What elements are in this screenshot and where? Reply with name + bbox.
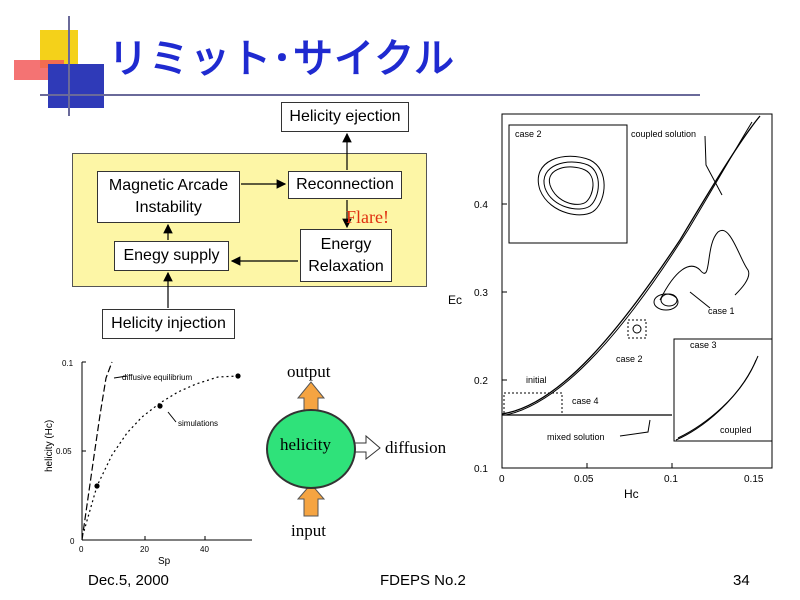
x-tick-0: 0 [499,474,505,485]
x-tick-0: 0 [79,545,84,554]
title-underline [40,94,700,96]
reconnection-box: Reconnection [288,171,402,199]
y-tick-0.1: 0.1 [62,359,74,368]
input-label: input [291,521,326,540]
inset-case2 [508,124,628,244]
footer-date: Dec.5, 2000 [88,572,169,589]
inset-case3-label: case 3 [690,340,717,350]
inset-case2-label: case 2 [515,129,542,139]
x-tick-40: 40 [200,545,209,554]
y-axis-label-helicity: helicity (Hc) [44,420,55,472]
case1-trajectory [659,229,750,301]
inset-case3 [673,338,773,442]
annotation-simulations: simulations [178,419,218,428]
x-tick-0.15: 0.15 [744,474,764,485]
right-chart-frame [501,113,773,469]
footer-conference: FDEPS No.2 [380,572,466,589]
annotation-mixed-solution: mixed solution [547,432,605,442]
x-axis-label-hc: Hc [624,487,639,501]
case4-marker-box [503,392,563,416]
helicity-ejection-box: Helicity ejection [281,102,409,132]
x-tick-20: 20 [140,545,149,554]
annotation-case2: case 2 [616,354,643,364]
annotation-initial: initial [526,375,547,385]
diffusion-arrow [354,434,381,461]
y-tick-0.3: 0.3 [474,288,488,299]
y-tick-0.1: 0.1 [474,464,488,475]
y-tick-0.2: 0.2 [474,376,488,387]
magnetic-arcade-box: Magnetic Arcade Instability [97,171,240,223]
series-diffusive-equilibrium [81,361,113,541]
page-number: 34 [733,572,750,589]
series-simulations [83,375,239,532]
y-tick-0: 0 [70,537,75,546]
annotation-diffusive-equilibrium: diffusive equilibrium [122,373,192,382]
helicity-injection-box: Helicity injection [102,309,235,339]
title-decoration-vline [68,16,70,116]
y-tick-0.4: 0.4 [474,200,488,211]
flare-label: Flare! [346,207,389,227]
annotation-coupled: coupled [720,425,752,435]
x-tick-0.05: 0.05 [574,474,594,485]
data-point [235,373,241,379]
output-arrow [296,381,326,412]
y-tick-0.05: 0.05 [56,447,72,456]
annotation-case1: case 1 [708,306,735,316]
output-label: output [287,362,331,381]
input-arrow [296,483,326,517]
title-decoration-blue [48,64,104,108]
annotation-coupled-solution: coupled solution [631,129,696,139]
helicity-label: helicity [280,435,331,454]
energy-relaxation-box: Energy Relaxation [300,229,392,282]
diffusion-label: diffusion [385,438,447,457]
data-point [157,403,163,409]
data-point [94,483,100,489]
x-tick-0.1: 0.1 [664,474,678,485]
case2-marker-box [627,319,647,339]
energy-supply-box: Enegy supply [114,241,229,271]
x-axis-label-sp: Sp [158,556,171,567]
helicity-circle [266,409,356,489]
slide-title: リミット･サイクル [108,36,455,82]
annotation-case4: case 4 [572,396,599,406]
case1-cycle [653,293,679,311]
y-axis-label-ec: Ec [448,293,462,307]
